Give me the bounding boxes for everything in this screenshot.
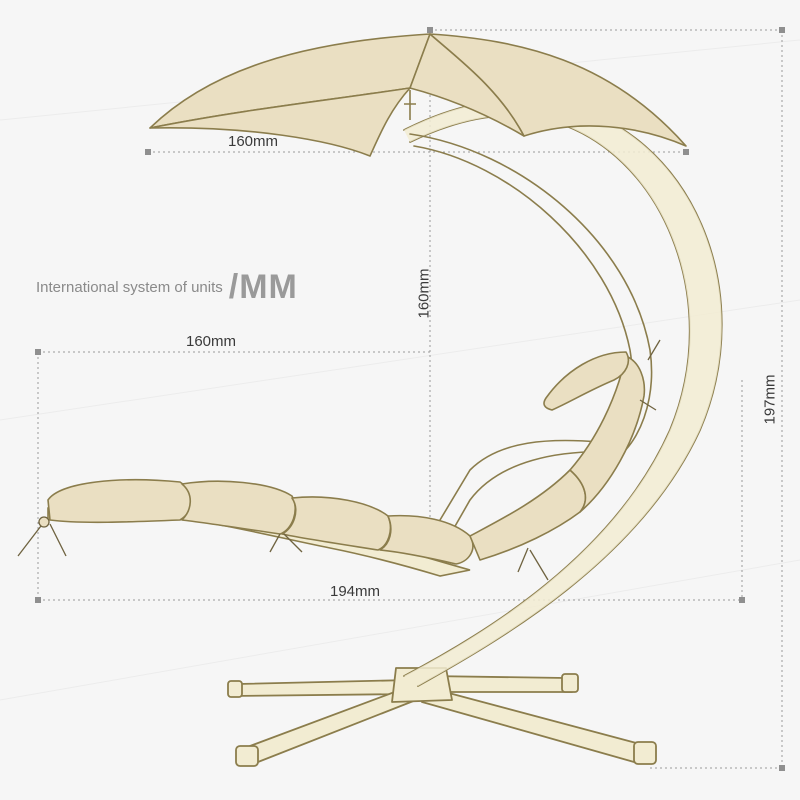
base-leg-front-right — [421, 687, 641, 763]
canopy-hook — [404, 90, 416, 120]
cushion-segment-3 — [281, 496, 392, 551]
support-outer — [409, 133, 653, 463]
cushion-segment-1 — [47, 478, 193, 524]
units-caption: International system of units/MM — [36, 268, 298, 307]
cushion-back-upper — [569, 355, 646, 513]
base-width-label: 194mm — [330, 583, 381, 600]
units-caption-text: International system of units — [36, 279, 223, 296]
base-leg-front-left — [249, 689, 417, 763]
canopy — [149, 33, 687, 157]
canopy-right-panel — [429, 33, 687, 147]
canopy-drape — [149, 87, 411, 157]
canopy-width-label: 160mm — [228, 133, 279, 150]
units-caption-unit: /MM — [228, 268, 298, 306]
cushion-back-lower — [469, 469, 587, 561]
lounger-cushion — [47, 351, 646, 565]
frame-height-label: 160mm — [415, 268, 433, 319]
headrest-pillow — [543, 351, 630, 411]
chair-base — [227, 667, 657, 767]
dimension-lines — [37, 29, 783, 769]
seat-width-label: 160mm — [186, 333, 237, 350]
cushion-segment-4 — [379, 514, 474, 565]
support-inner — [413, 145, 633, 453]
total-height-label: 197mm — [761, 374, 779, 425]
cushion-ties — [17, 339, 661, 581]
dimension-endpoints — [35, 27, 785, 771]
seat-rail-back — [439, 439, 601, 521]
base-leg-back-left — [231, 679, 413, 697]
cushion-segment-2 — [181, 480, 296, 535]
